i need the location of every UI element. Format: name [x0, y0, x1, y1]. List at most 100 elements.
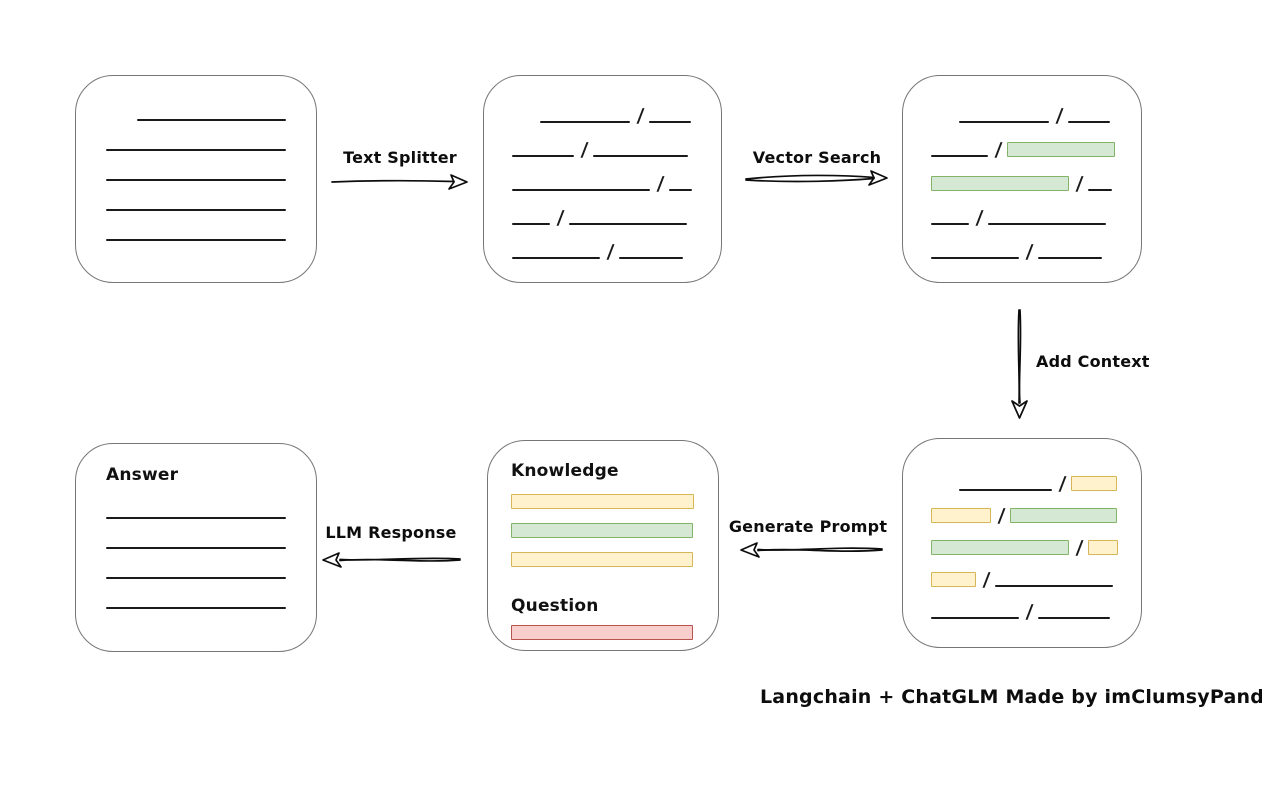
text-row [106, 577, 316, 579]
context-chunk-rows: / / / / / [903, 439, 1141, 630]
slash-separator: / [636, 105, 645, 127]
green-highlight-bar [931, 176, 1069, 191]
text-line [1087, 189, 1112, 191]
text-line [106, 179, 286, 181]
text-line [668, 189, 692, 191]
text-line [512, 155, 574, 157]
prompt-box: Knowledge Question [487, 440, 719, 651]
slash-separator: / [1055, 105, 1064, 127]
slash-separator: / [982, 569, 991, 591]
text-line [618, 257, 683, 259]
text-line [106, 547, 286, 549]
text-line [106, 607, 286, 609]
text-row [106, 209, 316, 211]
yellow-highlight-bar [511, 552, 693, 567]
text-line [592, 155, 688, 157]
text-line [106, 577, 286, 579]
matched-chunk-rows: / / / / / [903, 76, 1141, 272]
text-line [1037, 257, 1102, 259]
text-line [540, 121, 630, 123]
text-row: / [931, 502, 1141, 527]
text-row [106, 239, 316, 241]
text-row [106, 607, 316, 609]
text-splitter-label: Text Splitter [343, 148, 457, 167]
text-splitter-arrow-icon [331, 174, 468, 190]
text-row: / [512, 136, 721, 161]
bar-row [511, 552, 718, 567]
knowledge-bars [511, 494, 718, 581]
text-row [106, 179, 316, 181]
text-row [106, 547, 316, 549]
text-line [931, 155, 988, 157]
source-document-box [75, 75, 317, 283]
text-line [1067, 121, 1110, 123]
text-line [512, 257, 600, 259]
slash-separator: / [656, 173, 665, 195]
slash-separator: / [1025, 241, 1034, 263]
question-bar [511, 625, 718, 654]
yellow-highlight-bar [931, 508, 991, 523]
text-line [994, 585, 1113, 587]
text-line [512, 223, 550, 225]
text-row [106, 149, 316, 151]
chunk-text-rows: / / / / / [484, 76, 721, 272]
text-row: / [931, 598, 1141, 623]
text-row: / [931, 470, 1141, 495]
text-row: / [931, 170, 1141, 195]
diagram-caption: Langchain + ChatGLM Made by imClumsyPand… [760, 686, 1262, 708]
red-highlight-bar [511, 625, 693, 640]
yellow-highlight-bar [1087, 540, 1118, 555]
yellow-highlight-bar [931, 572, 976, 587]
text-line [987, 223, 1106, 225]
text-row: / [931, 136, 1141, 161]
add-context-arrow-icon [1011, 309, 1028, 419]
vector-matched-box: / / / / / [902, 75, 1142, 283]
text-row: / [512, 102, 721, 127]
text-row: / [512, 204, 721, 229]
text-row [106, 517, 316, 519]
text-row: / [931, 534, 1141, 559]
context-box: / / / / / [902, 438, 1142, 648]
indent-gap [512, 122, 540, 123]
generate-prompt-label: Generate Prompt [728, 517, 888, 536]
slash-separator: / [556, 207, 565, 229]
text-line [959, 121, 1049, 123]
slash-separator: / [994, 139, 1003, 161]
text-line [106, 239, 286, 241]
document-text-lines [76, 76, 316, 269]
slash-separator: / [1058, 473, 1067, 495]
generate-prompt-arrow-icon [740, 542, 883, 558]
green-highlight-bar [1009, 508, 1117, 523]
indent-gap [106, 120, 137, 121]
question-heading: Question [511, 596, 599, 616]
text-line [931, 617, 1019, 619]
text-line [648, 121, 691, 123]
text-line [106, 149, 286, 151]
text-row: / [931, 566, 1141, 591]
vector-search-arrow-icon [745, 170, 888, 186]
text-row [106, 119, 316, 121]
vector-search-label: Vector Search [752, 148, 882, 167]
text-line [106, 209, 286, 211]
slash-separator: / [606, 241, 615, 263]
indent-gap [931, 490, 959, 491]
answer-text-lines [106, 517, 316, 637]
green-highlight-bar [511, 523, 693, 538]
text-row: / [931, 102, 1141, 127]
answer-heading: Answer [106, 465, 179, 485]
slash-separator: / [580, 139, 589, 161]
slash-separator: / [1025, 601, 1034, 623]
text-row: / [512, 238, 721, 263]
add-context-label: Add Context [1036, 352, 1150, 371]
text-line [568, 223, 687, 225]
slash-separator: / [975, 207, 984, 229]
indent-gap [931, 122, 959, 123]
text-line [512, 189, 650, 191]
text-line [1037, 617, 1110, 619]
green-highlight-bar [1006, 142, 1115, 157]
knowledge-heading: Knowledge [511, 461, 619, 481]
slash-separator: / [997, 505, 1006, 527]
text-row: / [512, 170, 721, 195]
llm-response-arrow-icon [322, 552, 461, 568]
